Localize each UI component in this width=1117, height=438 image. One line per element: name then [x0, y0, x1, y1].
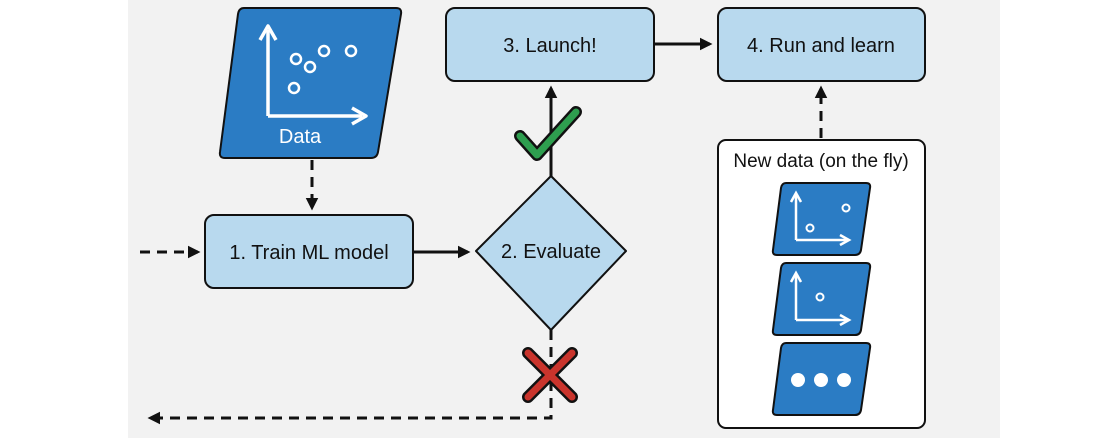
new-data-card-1 [771, 182, 872, 256]
launch-node: 3. Launch! [445, 7, 655, 82]
evaluate-label: 2. Evaluate [501, 241, 601, 263]
ellipsis-icon [791, 373, 851, 387]
data-label: Data [279, 126, 322, 148]
run-and-learn-node: 4. Run and learn [717, 7, 926, 82]
connectors [140, 37, 828, 425]
scatter-plot-icon [258, 24, 368, 126]
scatter-plot-icon [789, 270, 852, 327]
train-model-node: 1. Train ML model [204, 214, 414, 289]
run-and-learn-label: 4. Run and learn [747, 35, 895, 57]
new-data-panel: New data (on the fly) [717, 139, 926, 429]
new-data-title: New data (on the fly) [733, 151, 908, 172]
cross-icon [522, 347, 578, 403]
launch-label: 3. Launch! [503, 35, 596, 57]
evaluate-fail-return-arrow [147, 330, 553, 425]
scatter-plot-icon [789, 190, 852, 247]
train-model-label: 1. Train ML model [229, 242, 388, 264]
new-data-card-3 [771, 342, 872, 416]
data-source-node: Data [218, 7, 403, 159]
new-data-card-2 [771, 262, 872, 336]
checkmark-icon [514, 106, 582, 161]
